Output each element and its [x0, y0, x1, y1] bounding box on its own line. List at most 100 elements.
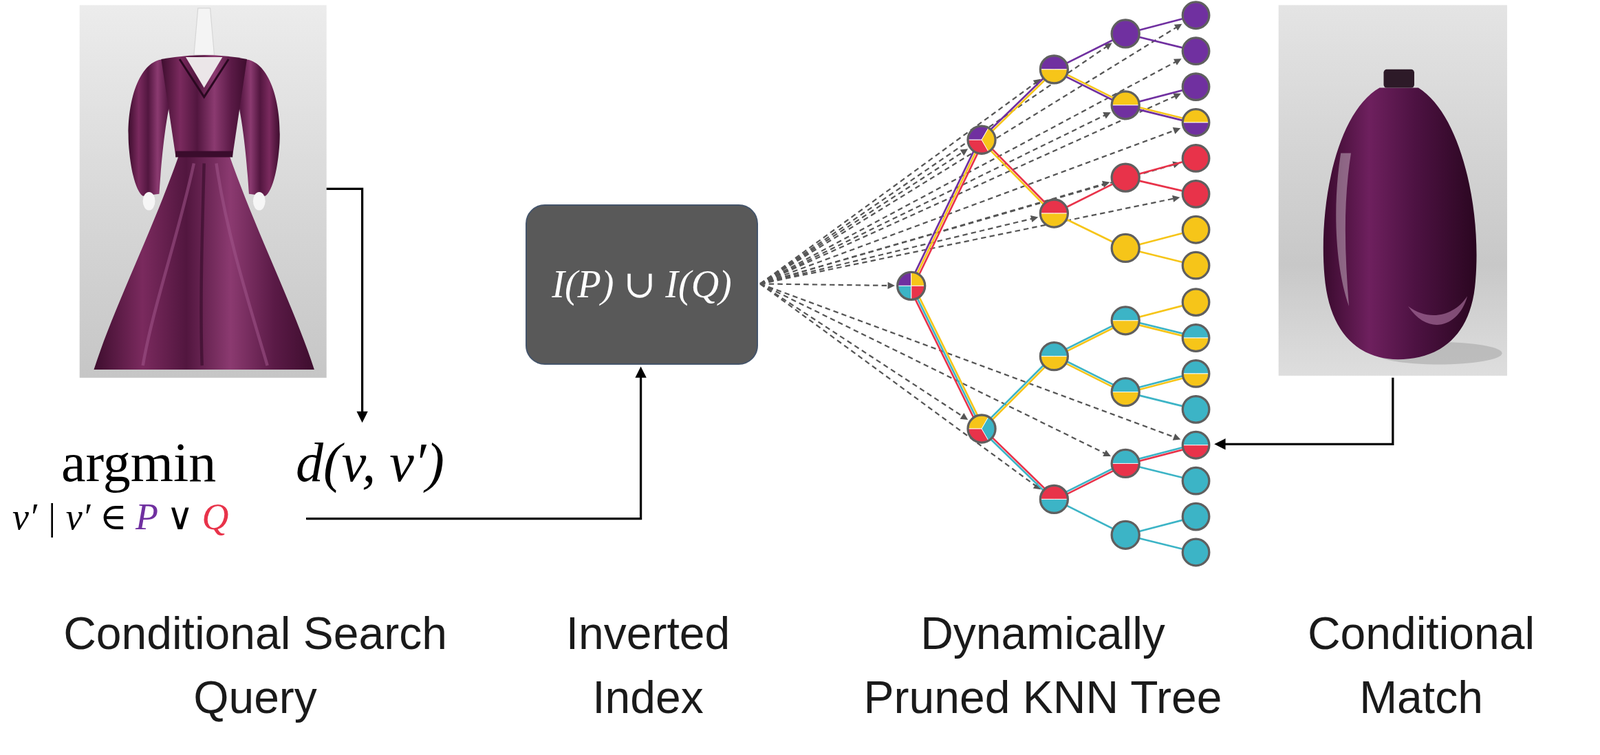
tree-node-ring — [1182, 431, 1210, 459]
tree-node-fill — [1182, 288, 1210, 316]
tree-node-ring — [1040, 55, 1068, 84]
tree-node — [1182, 109, 1210, 137]
tree-link — [982, 357, 1055, 430]
dress-waistband — [175, 151, 233, 158]
tree-node-slice — [1111, 449, 1140, 463]
stage-caption: Dynamically Pruned KNN Tree — [850, 601, 1236, 730]
tree-link — [980, 140, 1054, 214]
tree-link — [913, 141, 984, 287]
node-text: I(P) ∪ I(Q) — [551, 262, 732, 307]
lookup-arrow-head — [1172, 195, 1180, 203]
stage-caption: Conditional Match — [1283, 601, 1559, 730]
arrow-head — [1214, 438, 1226, 450]
tree-node-slice — [1040, 199, 1068, 214]
tree-node — [1182, 37, 1210, 65]
tree-node — [1040, 199, 1068, 227]
lookup-arrow — [760, 283, 1036, 486]
lookup-arrow-head — [1030, 215, 1039, 223]
lookup-arrow-head — [1172, 433, 1182, 441]
tree-node — [1182, 215, 1210, 243]
tree-node — [1182, 431, 1210, 459]
tree-node-ring — [1040, 199, 1068, 227]
tree-node-fill — [1182, 538, 1210, 566]
dress-photo — [79, 4, 327, 377]
tree-links — [909, 15, 1197, 552]
tree-node-ring — [1111, 378, 1140, 406]
tree-node-fill — [1111, 233, 1140, 262]
mannequin-hand — [253, 191, 266, 211]
vase-reflection — [1408, 295, 1468, 325]
formula-set-p: P — [135, 498, 159, 536]
satin-fold — [143, 163, 194, 366]
tree-nodes — [897, 2, 1210, 566]
satin-fold — [215, 163, 267, 366]
tree-node-slice — [1111, 105, 1140, 120]
tree-node-fill — [1182, 396, 1210, 424]
tree-node-ring — [1182, 396, 1210, 424]
vase-photo — [1278, 4, 1508, 375]
formula-set-q: Q — [201, 498, 229, 536]
flow-arrow — [326, 188, 363, 415]
lookup-arrow — [760, 164, 1175, 284]
tree-node-ring — [1182, 215, 1210, 243]
tree-node-ring — [1182, 2, 1210, 29]
tree-link — [909, 286, 980, 430]
tree-node-slice — [1182, 122, 1210, 136]
tree-node — [1111, 378, 1140, 406]
tree-node-slice — [1111, 320, 1140, 335]
tree-node-slice — [1182, 109, 1210, 123]
tree-node-slice — [1040, 484, 1068, 499]
tree-node-fill — [1111, 163, 1140, 192]
arrow-head — [356, 411, 368, 423]
tree-node — [1111, 19, 1140, 48]
tree-link — [913, 284, 984, 428]
lookup-arrow — [760, 218, 1032, 285]
satin-fold — [200, 163, 204, 366]
tree-node — [1111, 163, 1140, 192]
tree-node-fill — [1182, 502, 1210, 530]
lookup-arrow — [760, 114, 1106, 284]
tree-node-ring — [1111, 91, 1140, 120]
tree-node-ring — [1111, 449, 1140, 477]
formula-operator: argmin — [61, 434, 216, 490]
tree-node-fill — [1182, 73, 1210, 101]
tree-node — [967, 125, 996, 154]
tree-node — [1182, 467, 1210, 494]
inverted-index-box: I(P) ∪ I(Q) — [525, 204, 759, 365]
formula-distance: d(v, v′) — [295, 434, 445, 490]
tree-node-ring — [1111, 19, 1140, 48]
tree-node — [1182, 538, 1210, 566]
tree-link — [911, 139, 982, 286]
flow-arrow — [1224, 377, 1393, 444]
tree-node-slice — [1111, 306, 1140, 321]
tree-link — [980, 68, 1054, 139]
tree-node-ring — [967, 125, 996, 154]
tree-node-fill — [1182, 467, 1210, 494]
tree-node-ring — [1111, 520, 1140, 549]
lookup-arrow-head — [1174, 24, 1183, 31]
tree-node — [1111, 306, 1140, 335]
tree-node-ring — [1182, 73, 1210, 101]
tree-node — [1182, 288, 1210, 316]
photo-background — [79, 4, 327, 377]
tree-node-ring — [1111, 306, 1140, 335]
tree-node-ring — [1182, 467, 1210, 494]
tree-node-ring — [1182, 109, 1210, 137]
tree-node-slice — [1182, 337, 1210, 351]
tree-link — [982, 70, 1055, 141]
tree-node-ring — [1182, 502, 1210, 530]
lookup-arrow-head — [1172, 127, 1182, 135]
tree-node — [1182, 324, 1210, 352]
tree-node-ring — [1111, 233, 1140, 262]
formula-subscript-text: v′ | v′ ∈ — [12, 498, 128, 536]
mannequin-stand — [193, 8, 215, 56]
tree-node-fill — [1182, 145, 1210, 172]
tree-node-fill — [1182, 251, 1210, 279]
tree-node-fill — [1182, 180, 1210, 208]
knn-tree — [760, 2, 1210, 566]
lookup-arrow-head — [887, 282, 895, 289]
tree-node — [1182, 180, 1210, 208]
tree-node-slice — [1040, 356, 1068, 371]
tree-node-slice — [1111, 378, 1140, 393]
